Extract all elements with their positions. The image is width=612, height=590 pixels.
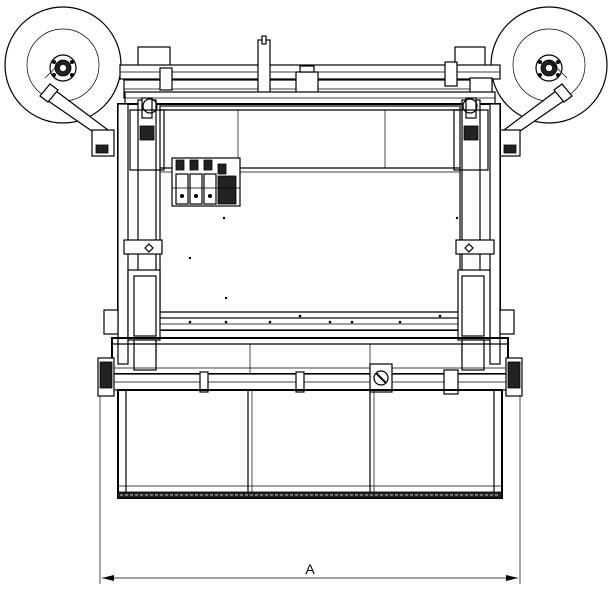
left-reel (4, 6, 122, 157)
lower-hopper (117, 389, 503, 499)
valve-block (171, 157, 241, 207)
cross-beam (97, 357, 523, 397)
left-column (103, 97, 165, 371)
right-column (453, 97, 515, 371)
dimension-a: A (99, 396, 521, 584)
middle-band (111, 337, 509, 375)
right-reel (490, 6, 608, 157)
dimension-label: A (305, 561, 315, 577)
top-shaft (119, 35, 501, 105)
upper-frame (117, 103, 501, 331)
